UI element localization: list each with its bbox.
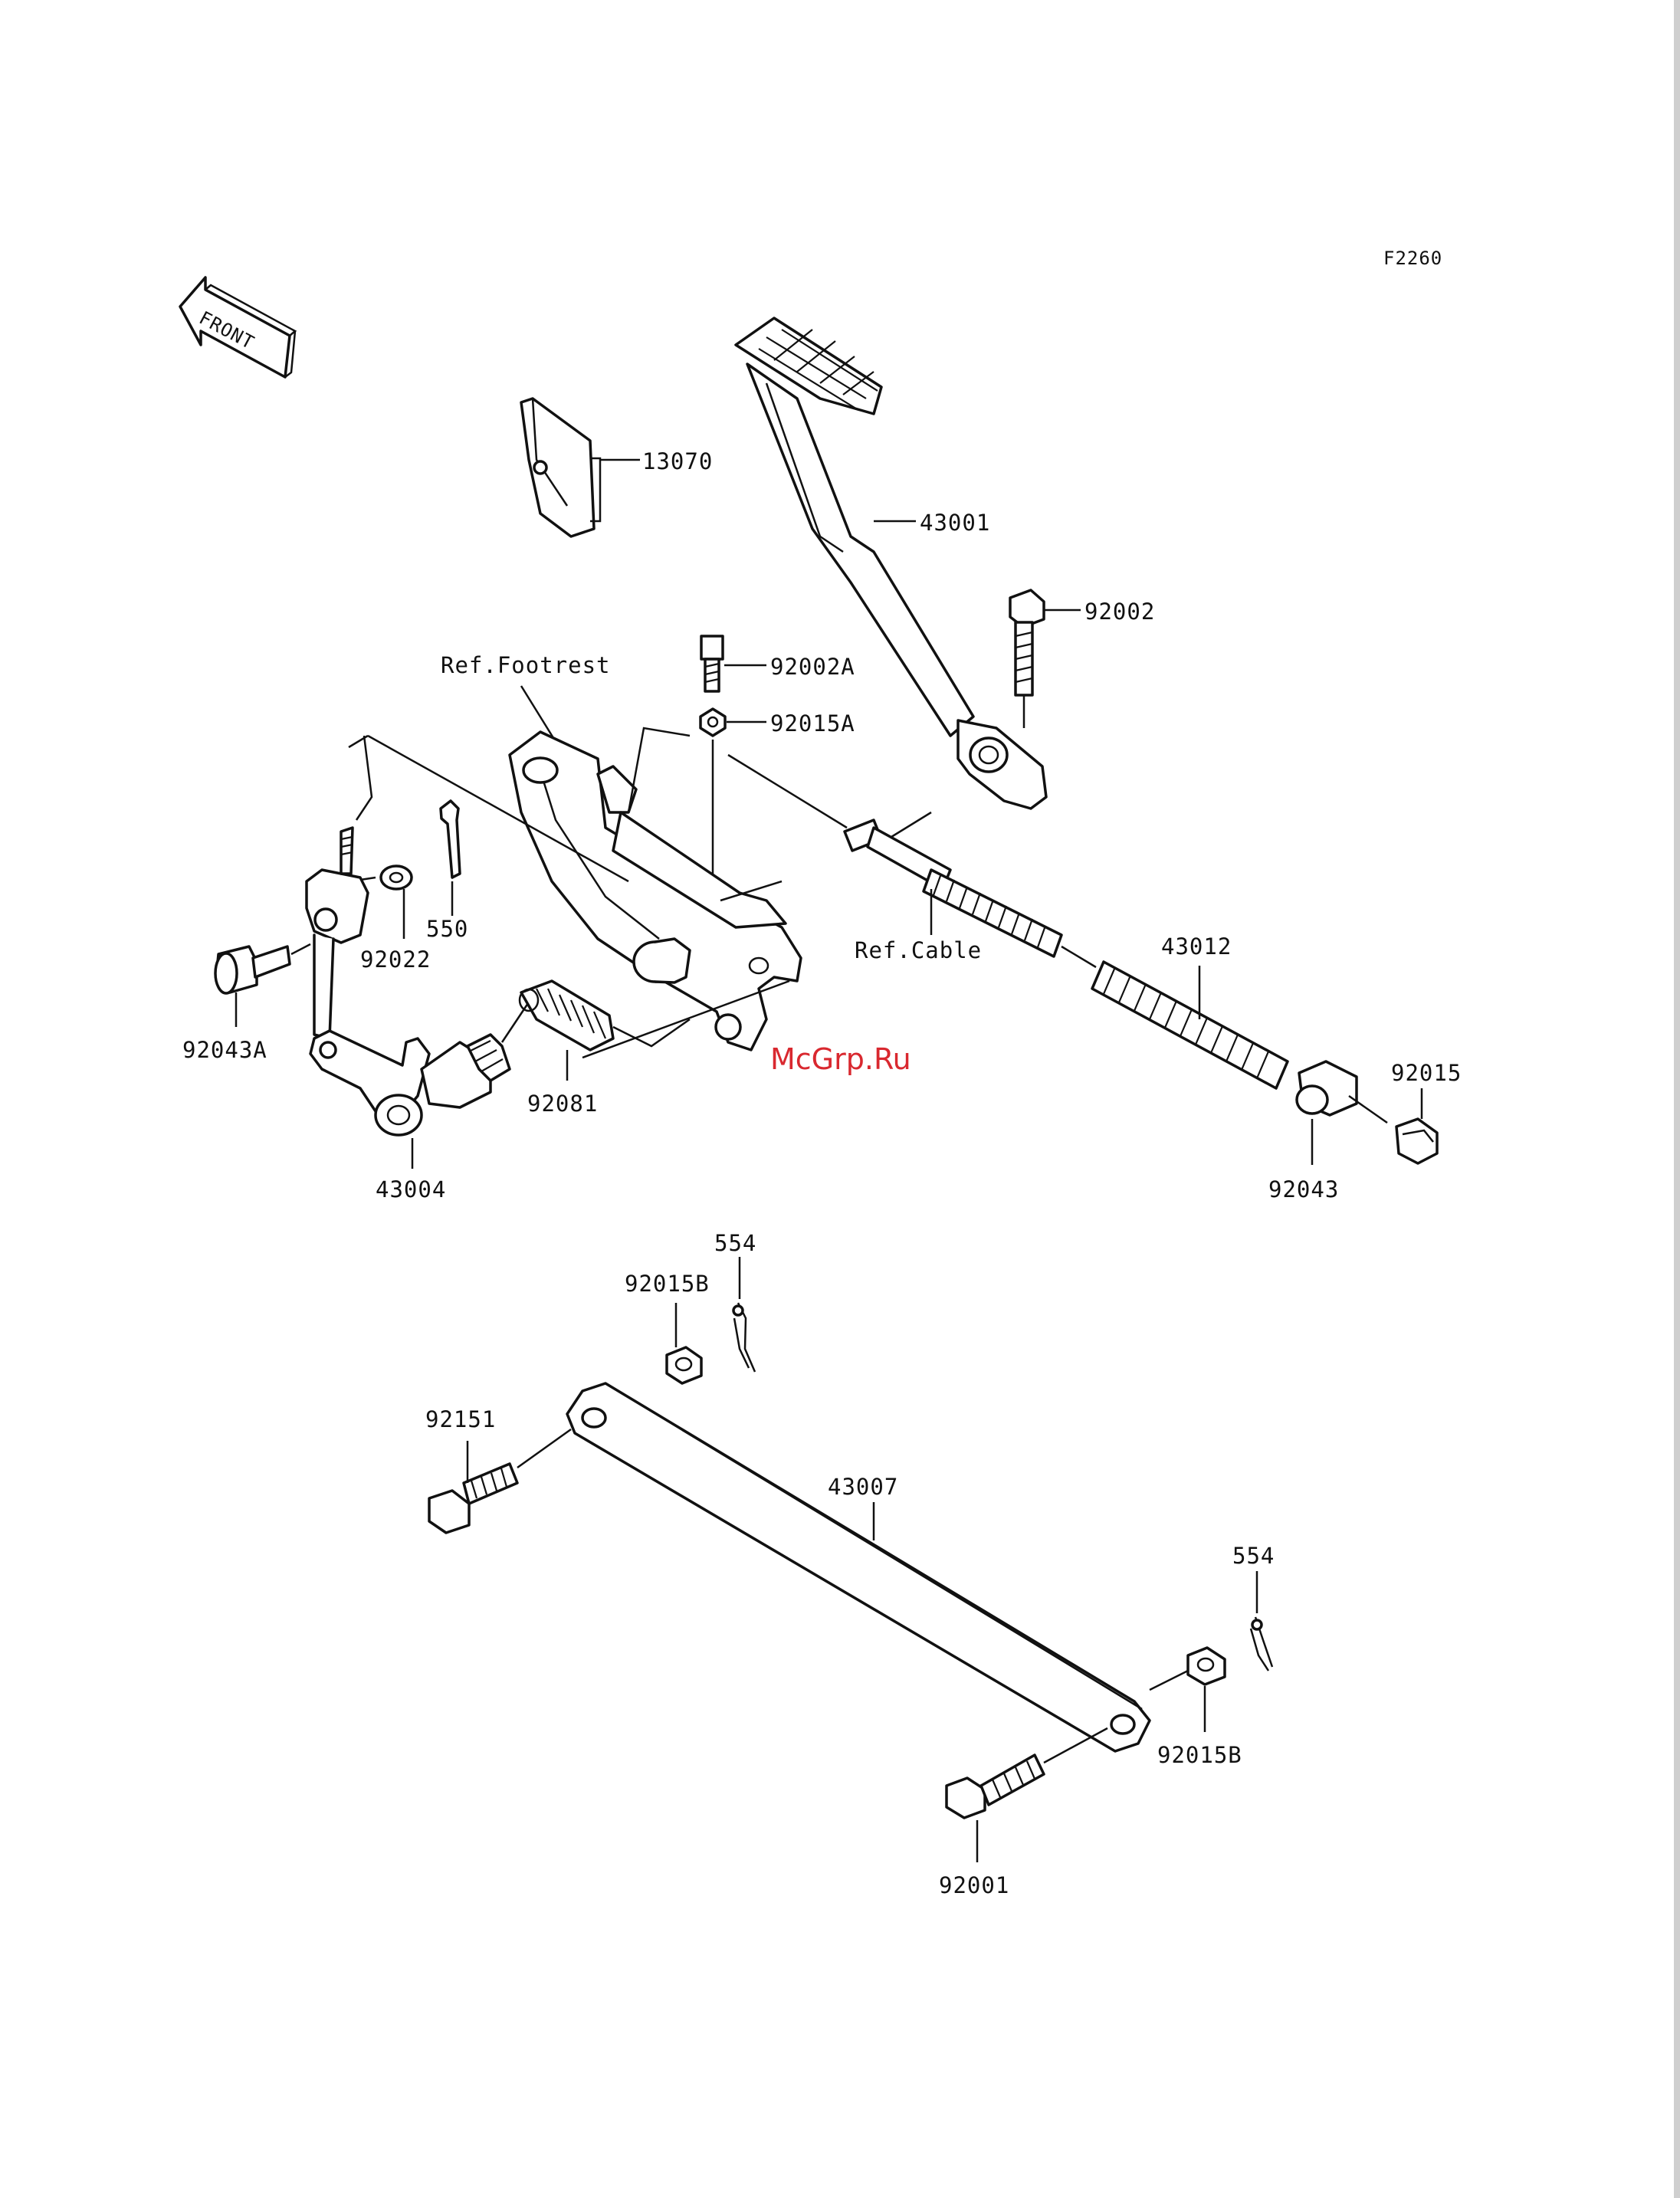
label-92043a: 92043A [182,1037,267,1063]
label-554-lower: 554 [1232,1543,1275,1569]
part-bolt-92002a [701,636,766,691]
part-bolt-92001 [947,1728,1107,1862]
label-13070: 13070 [642,448,713,474]
part-lever-shaft-43004 [310,996,533,1169]
part-bolt-92151 [429,1429,571,1533]
front-arrow-icon: FRONT [180,277,295,377]
ref-cable-label: Ref.Cable [855,937,982,963]
figure-code: F2260 [1383,248,1442,269]
part-spring-92081 [520,981,690,1081]
label-92002: 92002 [1084,599,1155,625]
part-bracket-13070 [521,399,640,536]
label-92151: 92151 [425,1406,496,1432]
part-cotter-pin-550 [441,801,460,916]
part-pin-92043a [215,946,290,1027]
ref-footrest-label: Ref.Footrest [441,652,611,678]
label-43007: 43007 [828,1474,898,1500]
label-92002a: 92002A [770,654,855,680]
label-92015b-upper: 92015B [625,1271,710,1297]
part-rod-43012 [1092,962,1288,1088]
watermark: McGrp.Ru [770,1042,911,1076]
page-edge [1674,0,1680,2198]
label-92022: 92022 [360,946,431,973]
label-92081: 92081 [527,1091,598,1117]
part-nut-92015b-upper [667,1303,701,1383]
part-nut-92015a [701,709,766,889]
part-nut-92015b-lower [1150,1648,1225,1732]
part-rod-43007 [567,1383,1150,1751]
ref-cable [845,820,1061,956]
part-cotter-pin-554-upper [733,1257,755,1372]
label-92015: 92015 [1391,1060,1462,1086]
label-43001: 43001 [920,510,990,536]
label-554-upper: 554 [714,1230,756,1256]
label-550: 550 [426,916,468,942]
part-nut-92015 [1396,1088,1437,1163]
label-92043: 92043 [1268,1176,1339,1202]
label-92015b-lower: 92015B [1157,1742,1242,1768]
part-clevis-link [307,736,372,1038]
part-joint-92043 [1297,1061,1387,1165]
label-43004: 43004 [376,1176,446,1202]
part-washer-92022 [381,866,412,939]
part-bolt-92002 [1010,590,1081,728]
part-cotter-pin-554-lower [1251,1571,1272,1671]
label-92015a: 92015A [770,710,855,736]
label-43012: 43012 [1161,933,1232,960]
label-92001: 92001 [939,1872,1009,1898]
